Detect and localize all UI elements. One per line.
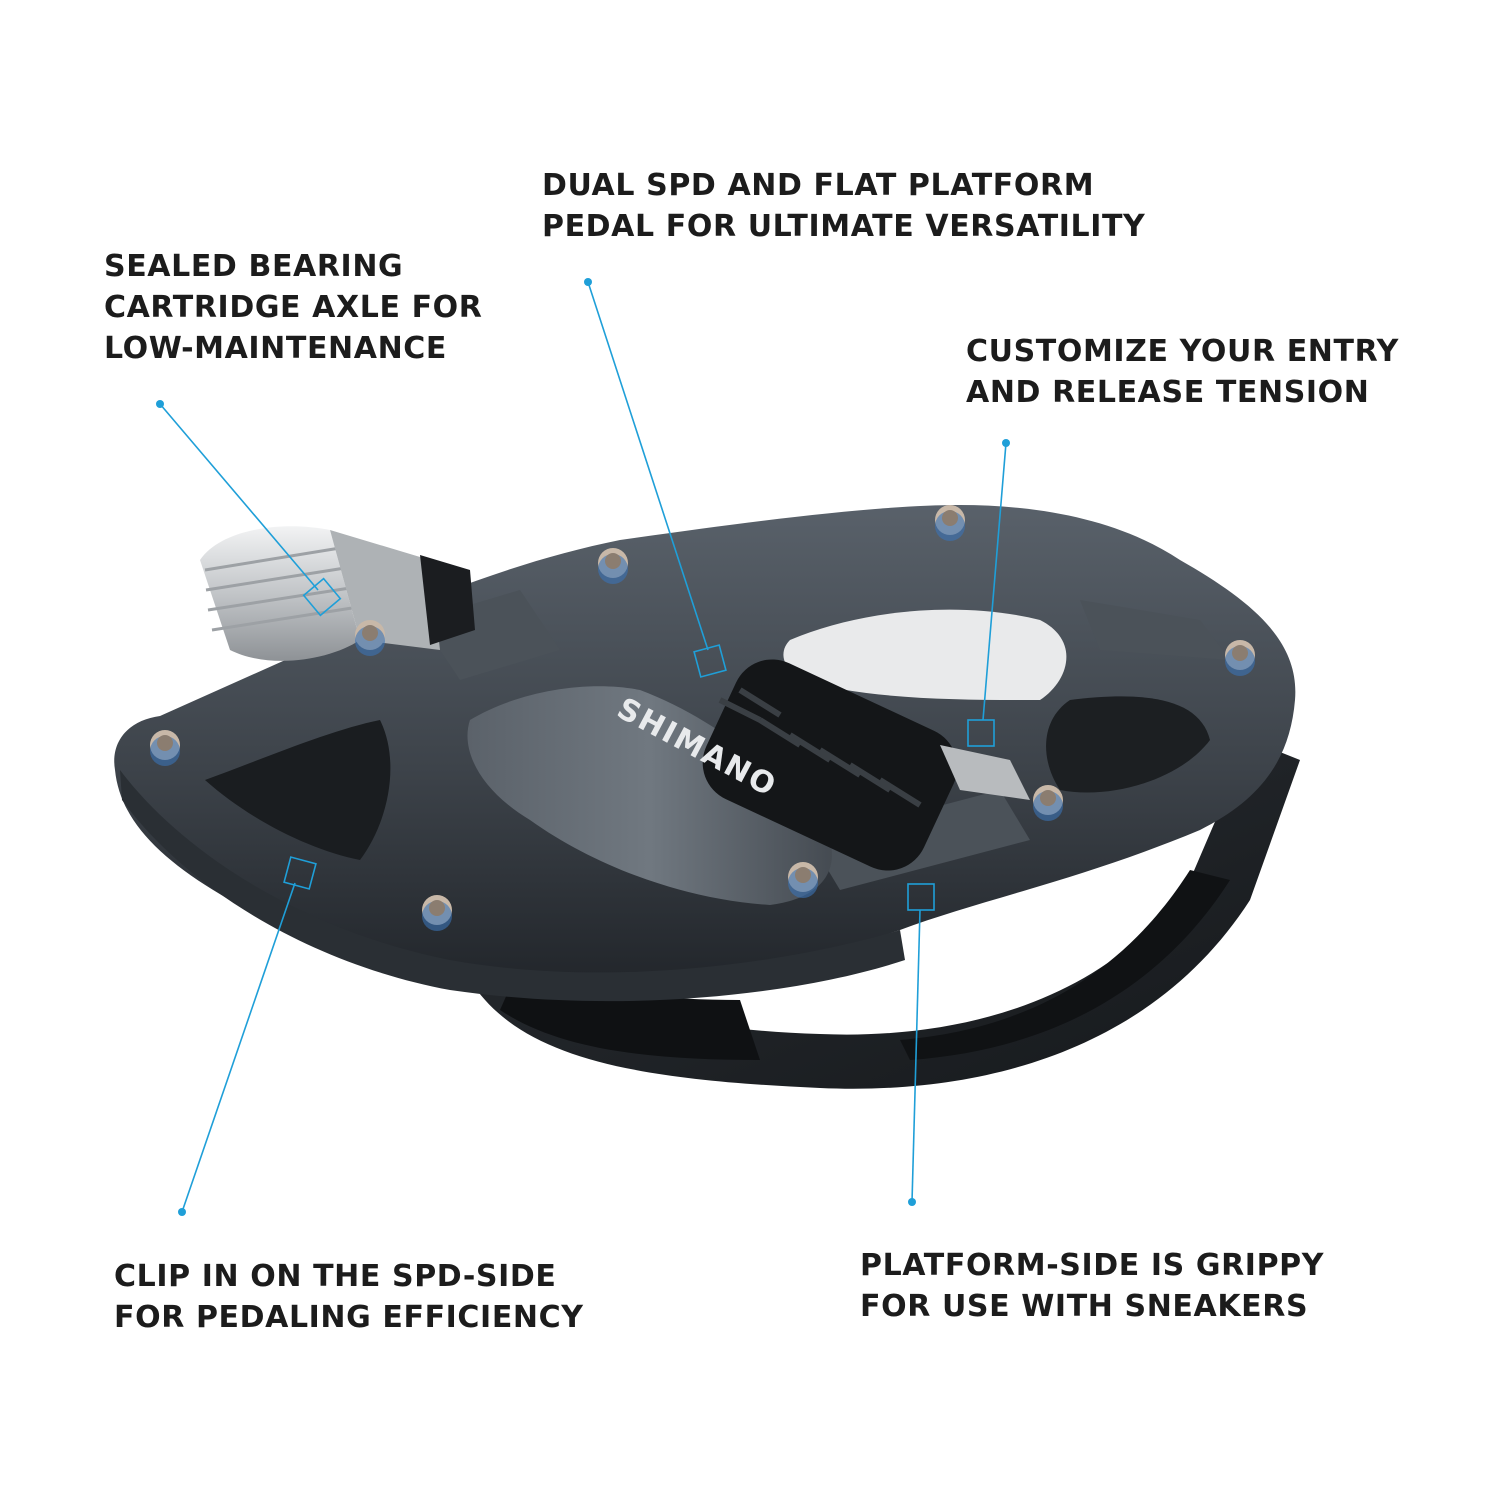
callout-line: FOR PEDALING EFFICIENCY — [114, 1300, 584, 1335]
callout-release-tension: CUSTOMIZE YOUR ENTRY AND RELEASE TENSION — [966, 331, 1399, 413]
leader-platform — [907, 883, 935, 1206]
callout-line: LOW-MAINTENANCE — [104, 331, 447, 366]
pin-4 — [150, 730, 180, 766]
callout-sealed-bearing: SEALED BEARING CARTRIDGE AXLE FOR LOW-MA… — [104, 246, 482, 369]
callout-line: AND RELEASE TENSION — [966, 375, 1370, 410]
callout-line: PLATFORM-SIDE IS GRIPPY — [860, 1248, 1325, 1283]
pin-1 — [935, 505, 965, 541]
spd-spring — [702, 659, 1030, 871]
callout-line: CARTRIDGE AXLE FOR — [104, 290, 483, 325]
pin-5 — [1225, 640, 1255, 676]
pin-8 — [422, 895, 452, 931]
pin-7 — [788, 862, 818, 898]
callout-line: SEALED BEARING — [104, 249, 404, 284]
leader-tension — [967, 439, 1010, 747]
pin-6 — [1033, 785, 1063, 821]
leader-dual — [584, 278, 727, 678]
callout-line: CLIP IN ON THE SPD-SIDE — [114, 1259, 557, 1294]
callout-line: DUAL SPD AND FLAT PLATFORM — [542, 168, 1095, 203]
leader-bearing — [156, 400, 342, 617]
callout-dual-spd: DUAL SPD AND FLAT PLATFORM PEDAL FOR ULT… — [542, 165, 1145, 247]
pin-3 — [355, 620, 385, 656]
callout-line: FOR USE WITH SNEAKERS — [860, 1289, 1309, 1324]
callout-clip-in: CLIP IN ON THE SPD-SIDE FOR PEDALING EFF… — [114, 1256, 584, 1338]
pedal-pins — [150, 505, 1255, 931]
pedal-axle — [200, 526, 475, 661]
callout-line: CUSTOMIZE YOUR ENTRY — [966, 334, 1399, 369]
pedal-spindle-body — [467, 686, 832, 905]
leader-clip — [178, 856, 317, 1216]
pin-2 — [598, 548, 628, 584]
callout-platform-grippy: PLATFORM-SIDE IS GRIPPY FOR USE WITH SNE… — [860, 1245, 1324, 1327]
callout-line: PEDAL FOR ULTIMATE VERSATILITY — [542, 209, 1146, 244]
